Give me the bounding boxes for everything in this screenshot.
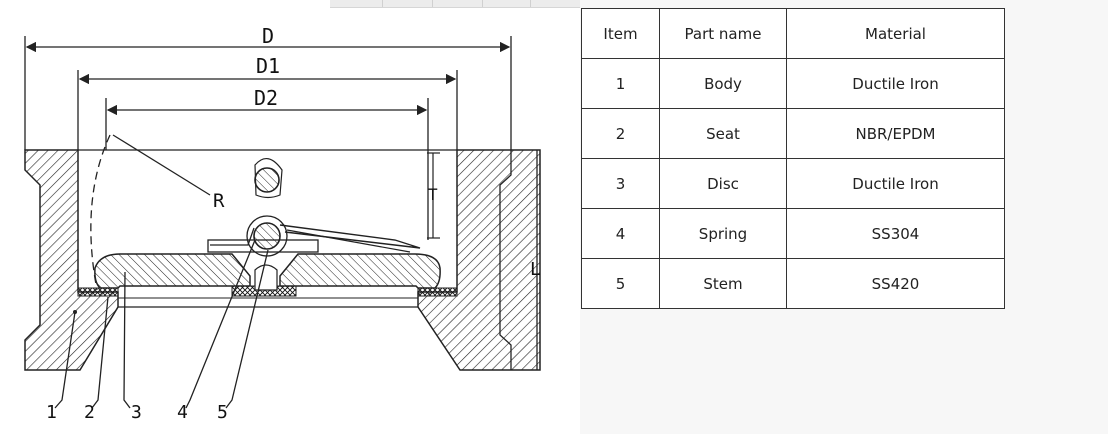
callout-5: 5: [217, 402, 228, 423]
table-row: 5 Stem SS420: [581, 258, 1005, 309]
stop-pin: [254, 167, 280, 193]
cell-part-name: Spring: [659, 208, 787, 259]
callout-2: 2: [84, 402, 95, 423]
cell-item: 5: [581, 258, 660, 309]
dimension-label-r: R: [213, 190, 225, 212]
strip-divider: [530, 0, 531, 7]
dimension-label-d: D: [262, 24, 274, 48]
strip-divider: [482, 0, 483, 7]
callout-leaders: [54, 239, 269, 409]
cell-material: Ductile Iron: [786, 58, 1005, 109]
body-right-profile: [499, 150, 512, 370]
stop-pin-housing: [254, 158, 283, 199]
strip-divider: [382, 0, 383, 7]
seat-left: [77, 287, 119, 297]
top-strip: [330, 0, 580, 8]
callout-1: 1: [46, 402, 57, 423]
parts-table: Item Part name Material 1 Body Ductile I…: [581, 8, 1005, 309]
callout-4: 4: [177, 402, 188, 423]
dimension-label-d1: D1: [256, 54, 280, 78]
header-material: Material: [786, 8, 1005, 59]
stem-hole: [254, 264, 278, 291]
cell-part-name: Body: [659, 58, 787, 109]
cell-material: Ductile Iron: [786, 158, 1005, 209]
body-left: [24, 149, 119, 371]
cell-part-name: Seat: [659, 108, 787, 159]
spring-leg-right: [279, 224, 421, 249]
header-part-name: Part name: [659, 8, 787, 59]
disc-left: [94, 253, 251, 289]
spring-leg-right-2: [286, 229, 411, 253]
dimension-d: [24, 36, 512, 150]
cell-item: 1: [581, 58, 660, 109]
disc-swing-arc: [90, 134, 111, 291]
spring-leg-left: [210, 227, 255, 246]
seat-right: [417, 287, 458, 297]
cell-part-name: Stem: [659, 258, 787, 309]
cell-part-name: Disc: [659, 158, 787, 209]
cell-material: SS420: [786, 258, 1005, 309]
callout-dot: [73, 310, 77, 314]
callout-3: 3: [131, 402, 142, 423]
table-row: 2 Seat NBR/EPDM: [581, 108, 1005, 159]
table-row: 3 Disc Ductile Iron: [581, 158, 1005, 209]
dimension-label-t: T: [428, 185, 438, 204]
cell-item: 2: [581, 108, 660, 159]
table-row: 1 Body Ductile Iron: [581, 58, 1005, 109]
strip-divider: [432, 0, 433, 7]
dimension-d1: [77, 70, 458, 150]
dimension-label-l: L: [530, 259, 541, 280]
cell-item: 3: [581, 158, 660, 209]
dimension-label-d2: D2: [254, 86, 278, 110]
dimension-d2: [105, 98, 429, 240]
cell-material: NBR/EPDM: [786, 108, 1005, 159]
cell-material: SS304: [786, 208, 1005, 259]
cell-item: 4: [581, 208, 660, 259]
radius-leader: [112, 134, 211, 196]
header-item: Item: [581, 8, 660, 59]
table-header-row: Item Part name Material: [581, 8, 1005, 59]
parts-table-container: Item Part name Material 1 Body Ductile I…: [581, 8, 1005, 309]
valve-cross-section-drawing: D D1 D2 R T L: [24, 24, 541, 423]
stem-circle: [253, 222, 281, 250]
table-row: 4 Spring SS304: [581, 208, 1005, 259]
disc-right: [279, 253, 441, 289]
